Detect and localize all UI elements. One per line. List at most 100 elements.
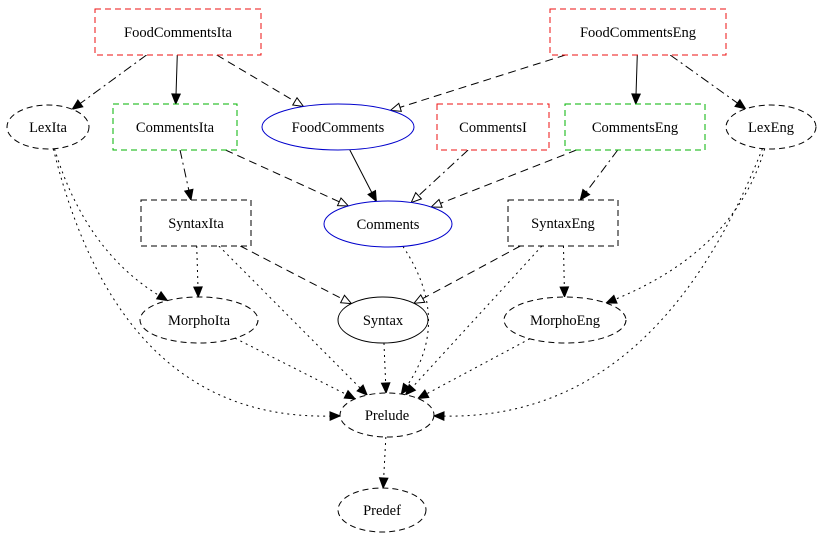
arrowhead-open <box>410 191 423 204</box>
LexIta-ellipse <box>6 104 90 150</box>
arrowhead-filled <box>432 411 445 422</box>
edge-CommentsEng-SyntaxEng <box>579 149 619 202</box>
arrowhead-filled <box>579 188 591 202</box>
node-Prelude: Prelude <box>339 392 435 438</box>
LexEng-ellipse <box>725 104 817 150</box>
edge-MorphoIta-Prelude <box>234 337 357 400</box>
node-FoodComments: FoodComments <box>261 103 415 151</box>
edge-line-dashed <box>422 245 521 300</box>
arrowhead-filled <box>380 382 391 395</box>
edge-CommentsIta-Comments <box>225 149 350 207</box>
edge-line-solid <box>175 54 178 95</box>
LexEng-label: LexEng <box>748 120 794 136</box>
edge-SyntaxIta-Prelude <box>218 245 369 396</box>
node-CommentsIta: CommentsIta <box>112 103 238 151</box>
CommentsEng-label: CommentsEng <box>592 120 678 136</box>
edge-line-dotted <box>443 148 763 417</box>
node-FoodCommentsEng: FoodCommentsEng <box>549 8 727 56</box>
SyntaxIta-label: SyntaxIta <box>168 216 224 232</box>
edge-line-dotted <box>615 148 766 300</box>
arrowhead-filled <box>734 98 747 110</box>
MorphoIta-ellipse <box>139 296 259 344</box>
CommentsEng-box <box>564 103 706 151</box>
Prelude-ellipse <box>339 392 435 438</box>
Syntax-label: Syntax <box>363 313 404 329</box>
edge-line-solid <box>349 149 373 193</box>
edge-SyntaxIta-Syntax <box>240 245 353 305</box>
CommentsI-box <box>436 103 550 151</box>
node-CommentsI: CommentsI <box>436 103 550 151</box>
Prelude-label: Prelude <box>365 408 409 424</box>
edge-LexEng-MorphoEng <box>605 148 766 304</box>
arrowhead-open <box>430 198 443 208</box>
Comments-ellipse <box>323 200 453 248</box>
edge-FoodCommentsIta-FoodComments <box>216 54 305 108</box>
arrowhead-filled <box>155 290 169 302</box>
arrowhead-filled <box>416 389 430 400</box>
edge-CommentsI-Comments <box>410 149 469 204</box>
edge-line-dashed <box>399 54 566 108</box>
arrowhead-filled <box>343 389 357 400</box>
edge-line-dotted <box>54 148 160 296</box>
edge-SyntaxIta-MorphoIta <box>193 245 203 299</box>
arrowhead-filled <box>605 294 618 304</box>
edge-line-dashed <box>240 245 343 300</box>
FoodCommentsIta-label: FoodCommentsIta <box>124 25 233 41</box>
edge-line-dotted <box>383 436 387 479</box>
edge-line-dashed <box>440 149 577 204</box>
edge-SyntaxEng-MorphoEng <box>559 245 570 299</box>
arrowhead-filled <box>400 382 412 396</box>
edge-FoodCommentsEng-FoodComments <box>389 54 566 112</box>
CommentsIta-box <box>112 103 238 151</box>
FoodCommentsEng-label: FoodCommentsEng <box>580 25 696 41</box>
node-LexIta: LexIta <box>6 104 90 150</box>
edge-LexIta-Prelude <box>52 148 342 422</box>
edge-line-dotted <box>383 342 387 384</box>
edge-LexEng-Prelude <box>432 148 763 422</box>
edge-SyntaxEng-Syntax <box>412 245 521 304</box>
arrowhead-open <box>412 293 426 304</box>
MorphoIta-label: MorphoIta <box>168 313 231 329</box>
edge-layer <box>52 54 766 490</box>
arrowhead-open <box>339 294 353 305</box>
edge-Syntax-Prelude <box>380 342 391 395</box>
edge-line-dashdot <box>585 149 619 193</box>
edge-line-dotted <box>402 246 429 387</box>
FoodCommentsIta-box <box>94 8 262 56</box>
edge-FoodCommentsIta-CommentsIta <box>171 54 182 106</box>
Syntax-ellipse <box>337 296 429 344</box>
edge-line-dotted <box>562 245 565 288</box>
edge-Comments-Prelude <box>400 246 429 396</box>
node-SyntaxIta: SyntaxIta <box>140 199 252 247</box>
edge-line-dashdot <box>418 149 469 197</box>
edge-Prelude-Predef <box>378 436 389 490</box>
FoodComments-ellipse <box>261 103 415 151</box>
edge-CommentsIta-SyntaxIta <box>179 149 194 202</box>
edge-line-solid <box>635 54 638 95</box>
node-LexEng: LexEng <box>725 104 817 150</box>
SyntaxIta-box <box>140 199 252 247</box>
edge-MorphoEng-Prelude <box>416 338 531 400</box>
arrowhead-filled <box>171 93 182 106</box>
FoodComments-label: FoodComments <box>292 120 385 136</box>
edge-line-dotted <box>411 245 543 388</box>
node-MorphoEng: MorphoEng <box>503 296 627 344</box>
edge-line-dashed <box>225 149 340 203</box>
arrowhead-open <box>291 96 305 108</box>
LexIta-label: LexIta <box>29 120 67 136</box>
node-SyntaxEng: SyntaxEng <box>507 199 619 247</box>
node-Syntax: Syntax <box>337 296 429 344</box>
edge-LexIta-MorphoIta <box>54 148 169 302</box>
node-Comments: Comments <box>323 200 453 248</box>
arrowhead-filled <box>71 99 84 111</box>
edge-FoodCommentsEng-LexEng <box>669 54 747 110</box>
MorphoEng-label: MorphoEng <box>530 313 600 329</box>
edge-FoodComments-Comments <box>349 149 377 203</box>
Comments-label: Comments <box>357 217 420 233</box>
arrowhead-filled <box>559 286 570 299</box>
edge-line-dotted <box>196 245 199 288</box>
CommentsIta-label: CommentsIta <box>136 120 215 136</box>
